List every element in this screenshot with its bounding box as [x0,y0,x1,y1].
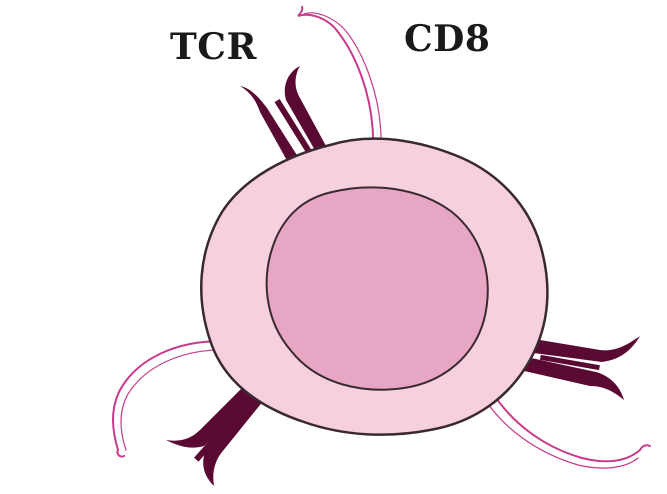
cd8-label: CD8 [404,18,490,60]
cd8-strand-top-inner [304,13,381,137]
nucleus [267,187,488,389]
tcr-label: TCR [170,26,257,68]
tcr-receptor-bottom-left [166,384,264,486]
cd8-strand-right [492,392,650,461]
cd8-strand-right-inner [484,398,638,468]
